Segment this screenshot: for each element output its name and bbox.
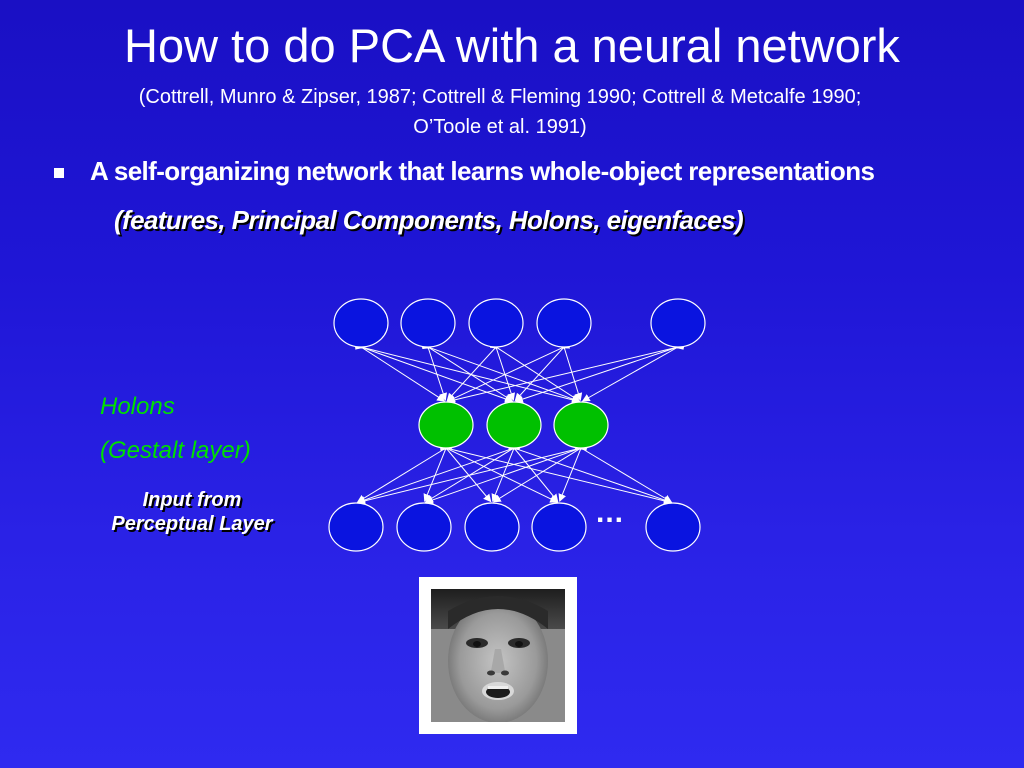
holon-node-0 bbox=[418, 401, 474, 449]
arrow-output-0-hidden-0 bbox=[354, 340, 446, 402]
holons-label: Holons bbox=[100, 393, 175, 420]
output-node-3 bbox=[536, 298, 592, 348]
bullet-text: A self-organizing network that learns wh… bbox=[90, 156, 875, 186]
output-node-4 bbox=[650, 298, 706, 348]
holon-node-2 bbox=[553, 401, 609, 449]
face-photo-frame bbox=[419, 577, 577, 734]
network-nodes bbox=[328, 298, 706, 552]
arrow-hidden-1-input-0 bbox=[356, 442, 521, 504]
citation-line-2: O’Toole et al. 1991) bbox=[413, 116, 587, 138]
output-node-0 bbox=[333, 298, 389, 348]
connection-arrows bbox=[354, 340, 685, 505]
bullet-square-icon bbox=[54, 168, 64, 178]
arrow-hidden-0-input-0 bbox=[356, 441, 453, 503]
arrow-hidden-1-input-4 bbox=[507, 442, 673, 504]
arrow-hidden-2-input-1 bbox=[424, 442, 588, 504]
input-label-line-1: Input from bbox=[142, 489, 242, 511]
arrow-hidden-2-input-0 bbox=[356, 442, 587, 505]
input-label-line-2: Perceptual Layer bbox=[111, 513, 273, 535]
gestalt-layer-label: (Gestalt layer) bbox=[100, 437, 251, 464]
input-label: Input from Perceptual Layer bbox=[72, 488, 312, 536]
input-node-1 bbox=[396, 502, 452, 552]
arrow-hidden-2-input-2 bbox=[492, 442, 588, 503]
arrow-hidden-2-input-3 bbox=[558, 441, 587, 503]
arrow-output-4-hidden-2 bbox=[581, 341, 685, 402]
face-photo-icon bbox=[431, 589, 565, 722]
arrow-hidden-0-input-4 bbox=[440, 442, 673, 505]
output-node-1 bbox=[400, 298, 456, 348]
arrow-hidden-2-input-4 bbox=[574, 441, 673, 503]
input-node-2 bbox=[464, 502, 520, 552]
slide-title: How to do PCA with a neural network bbox=[124, 19, 900, 72]
input-node-3 bbox=[531, 502, 587, 552]
arrow-output-4-hidden-0 bbox=[446, 341, 684, 404]
input-node-4 bbox=[645, 502, 701, 552]
input-node-0 bbox=[328, 502, 384, 552]
citation-line-1: (Cottrell, Munro & Zipser, 1987; Cottrel… bbox=[138, 86, 862, 108]
output-node-2 bbox=[468, 298, 524, 348]
citation: (Cottrell, Munro & Zipser, 1987; Cottrel… bbox=[0, 82, 1000, 142]
holon-node-1 bbox=[486, 401, 542, 449]
ellipsis: ... bbox=[596, 496, 625, 529]
features-subtext: (features, Principal Components, Holons,… bbox=[114, 205, 744, 235]
